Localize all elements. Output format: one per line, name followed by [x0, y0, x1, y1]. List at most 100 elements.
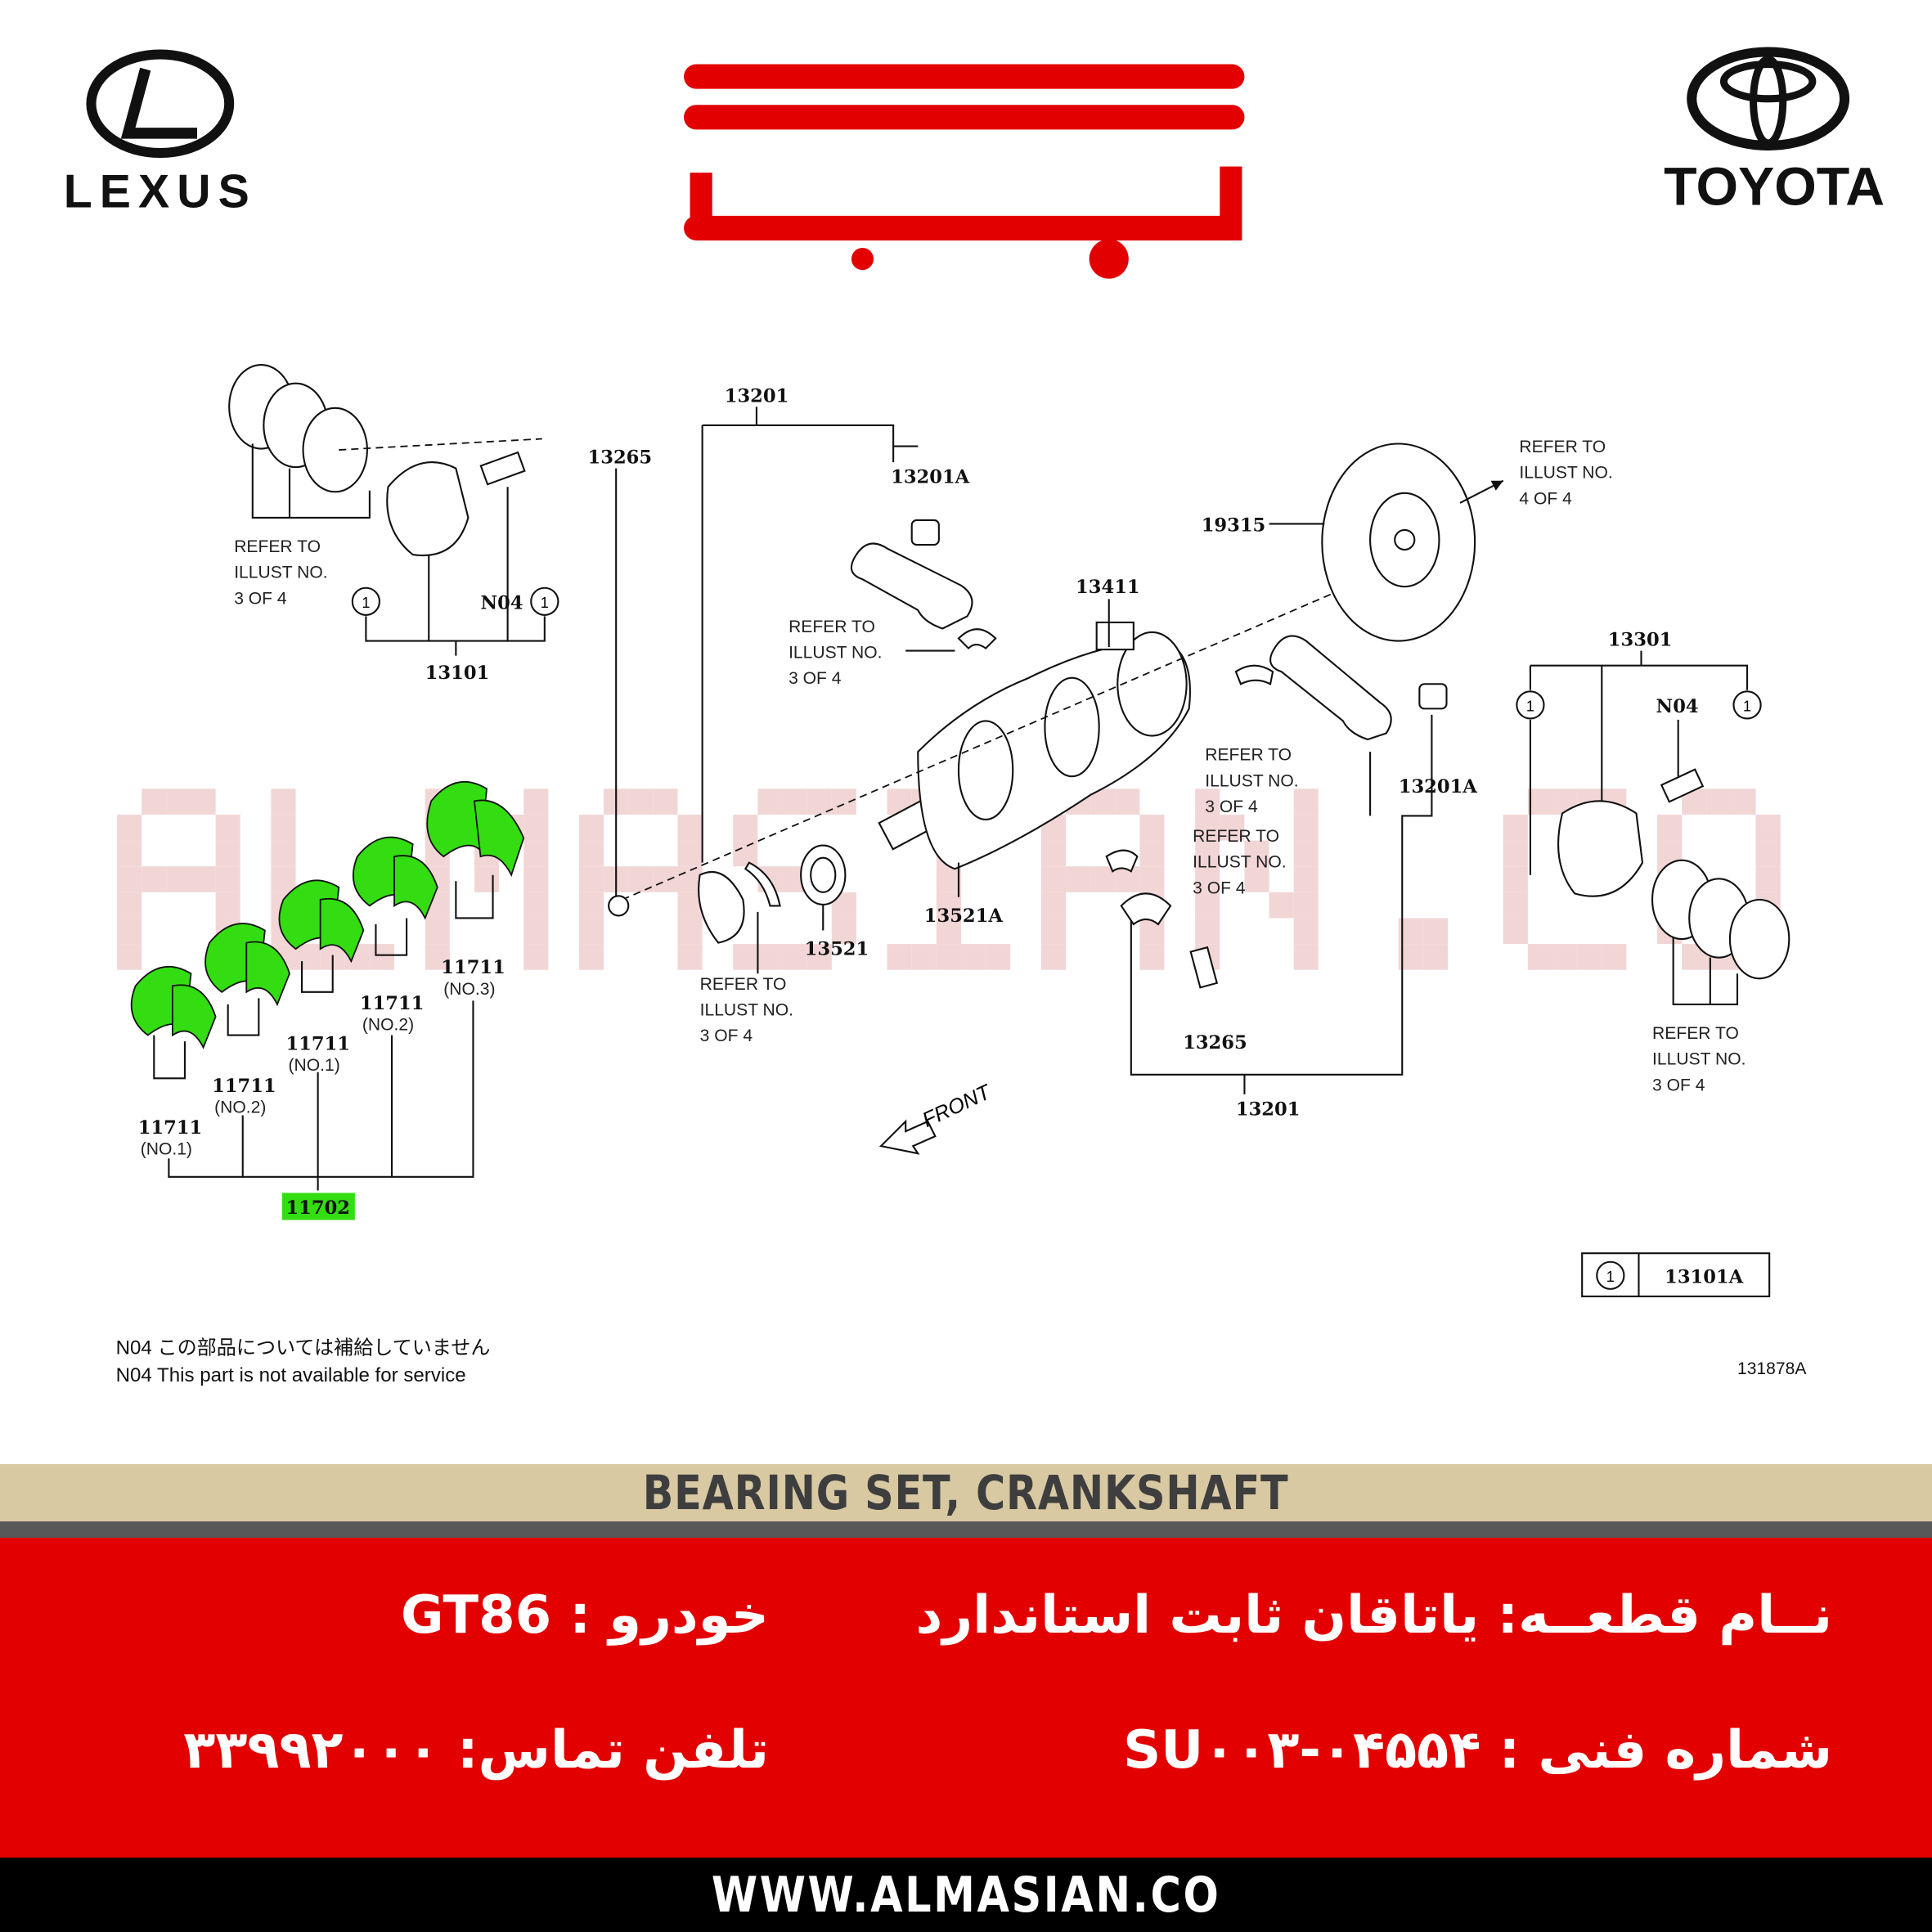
watermark-pixel [1195, 892, 1220, 919]
watermark-pixel [1195, 840, 1220, 867]
diagram-label: (NO.1) [141, 1140, 192, 1159]
watermark-pixel [425, 918, 450, 945]
watermark-pixel [1755, 814, 1781, 841]
diagram-label: 3 OF 4 [700, 1027, 753, 1045]
highlight-box [281, 1193, 355, 1220]
diagram-label: 13201 [725, 385, 789, 407]
diagram-label: REFER TO [1519, 438, 1606, 456]
diagram-label: 13521 [805, 939, 869, 960]
diagram-shape [1732, 690, 1762, 720]
diagram-shape [1660, 768, 1705, 803]
watermark-pixel [271, 840, 296, 867]
watermark-pixel [166, 789, 191, 815]
watermark-pixel [1293, 944, 1319, 970]
watermark-pixel [1244, 866, 1269, 892]
diagram-shape [1750, 55, 1787, 147]
diagram-shape [1596, 1260, 1625, 1290]
diagram-label: 13201 [1236, 1099, 1301, 1120]
diagram-shape [744, 861, 781, 907]
watermark-pixel [1040, 892, 1067, 919]
watermark-pixel [1139, 944, 1165, 970]
watermark-pixel [117, 840, 142, 867]
watermark-pixel [831, 918, 856, 945]
diagram-label: 13101 [425, 663, 490, 684]
note-en: N04 This part is not available for servi… [116, 1364, 466, 1386]
watermark-pixel [1040, 840, 1067, 867]
watermark-pixel [191, 866, 216, 892]
diagram-shape [1557, 800, 1644, 897]
watermark-pixel [831, 789, 856, 815]
main-bearings-highlighted [130, 780, 525, 1049]
diagram-label: ILLUST NO. [789, 644, 882, 663]
diagram-label: 13301 [1608, 630, 1673, 651]
website-link[interactable]: WWW.ALMASIAN.CO [711, 1866, 1221, 1924]
diagram-shape [386, 461, 470, 557]
diagram-label: TOYOTA [1664, 156, 1885, 217]
diagram-shape [319, 897, 365, 964]
watermark-pixel [578, 814, 604, 841]
watermark-pixel [733, 814, 758, 841]
diagram-label: 13265 [588, 447, 653, 469]
piston-rings-left [228, 364, 546, 656]
watermark-pixel [1244, 840, 1269, 867]
watermark-pixel [271, 814, 296, 841]
diagram-shape [850, 542, 973, 630]
diagram-shape [608, 895, 630, 917]
diagram-label: 13411 [1076, 577, 1140, 598]
watermark-pixel [142, 789, 167, 815]
diagram-shape [1120, 892, 1172, 926]
diagram-label: (NO.2) [362, 1016, 414, 1035]
diagram-label: 19315 [1202, 514, 1266, 536]
watermark-pixel [936, 892, 961, 919]
watermark-pixel [887, 944, 912, 970]
watermark-pixel [1195, 866, 1220, 892]
diagram-label: ILLUST NO. [1652, 1050, 1746, 1069]
diagram-label: REFER TO [789, 618, 875, 636]
watermark-pixel [1422, 944, 1448, 970]
diagram-shape [684, 64, 1245, 89]
diagram-label: ILLUST NO. [234, 564, 327, 582]
watermark-pixel [806, 944, 832, 970]
watermark-pixel [215, 866, 240, 892]
watermark-pixel [1657, 814, 1683, 841]
diagram-shape [1719, 61, 1817, 103]
diagram-label: (NO.3) [443, 980, 495, 999]
diagram-shape [302, 407, 368, 493]
watermark-pixel [1293, 789, 1319, 815]
footer: WWW.ALMASIAN.CO [0, 1858, 1932, 1932]
diagram-label: LEXUS [64, 165, 257, 218]
watermark-pixel [986, 944, 1011, 970]
part-name: نــام قطعــه: یاتاقان ثابت استاندارد [915, 1585, 1832, 1646]
watermark-pixel [1422, 918, 1448, 945]
diagram-label: REFER TO [1193, 827, 1279, 846]
diagram-label: REFER TO [700, 975, 787, 994]
diagram-label: 11711 [212, 1076, 276, 1097]
diagram-shape [153, 874, 494, 1080]
watermark-pixel [578, 892, 604, 919]
watermark-pixel [117, 944, 142, 970]
watermark-pixel [806, 789, 832, 815]
diagram-label: 11711 [138, 1117, 203, 1139]
diagram-label: 11711 [285, 1034, 350, 1055]
diagram-label: 13521A [924, 905, 1004, 927]
diagram-label: 4 OF 4 [1519, 489, 1572, 508]
watermark-pixel [1755, 866, 1781, 892]
watermark-pixel [653, 866, 678, 892]
diagram-label: ILLUST NO. [1205, 771, 1298, 790]
watermark-pixel [1195, 789, 1220, 815]
watermark-pixel [191, 789, 216, 815]
watermark-pixel [677, 814, 703, 841]
diagram-label: REFER TO [1652, 1024, 1739, 1043]
legend-box: 1 13101A [1581, 1252, 1771, 1297]
watermark-pixel [523, 789, 549, 815]
watermark-pixel [1293, 892, 1319, 919]
watermark-pixel [295, 944, 321, 970]
watermark-pixel [215, 814, 240, 841]
watermark-pixel [782, 789, 807, 815]
watermark-pixel [1293, 814, 1319, 841]
divider [0, 1521, 1932, 1538]
watermark-pixel [1139, 866, 1165, 892]
watermark-pixel [271, 866, 296, 892]
watermark-pixel [1503, 918, 1528, 945]
diagram-shape [479, 451, 526, 486]
